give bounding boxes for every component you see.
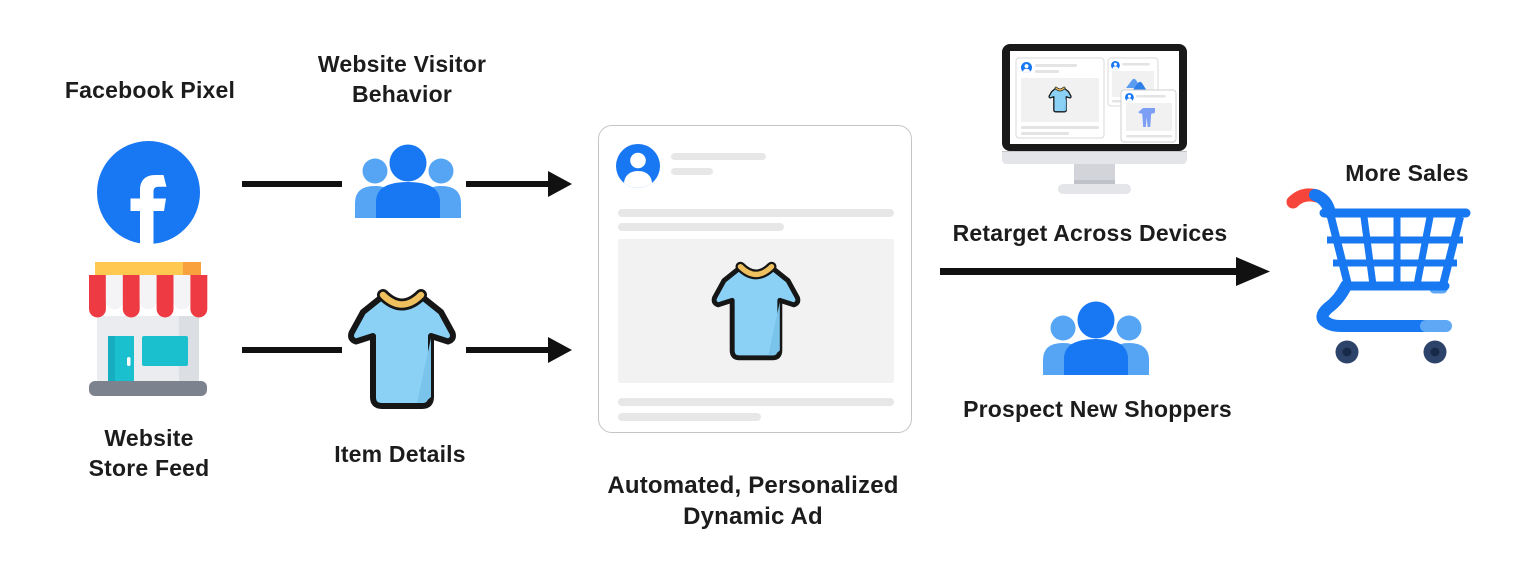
ad-footer-line: [618, 398, 894, 406]
visitors-people-icon: [355, 144, 461, 218]
facebook-logo-icon: [97, 141, 200, 244]
ad-tshirt-icon: [710, 259, 802, 363]
arrow-ad-to-sales: [940, 257, 1270, 286]
ad-header-line: [671, 153, 766, 160]
shoppers-people-icon: [1043, 301, 1149, 375]
ad-footer-line: [618, 413, 761, 421]
arrow-behavior-to-ad: [466, 171, 572, 197]
retarget-across-devices-label: Retarget Across Devices: [952, 220, 1228, 246]
item-details-label: Item Details: [334, 441, 466, 467]
storefront-icon: [89, 262, 208, 396]
sneaker-icon: [1132, 81, 1147, 91]
ad-product-image: [618, 239, 894, 383]
ad-header-line: [671, 168, 713, 175]
connector-line-pixel-to-behavior: [242, 181, 342, 187]
facebook-ad-card: [598, 125, 912, 433]
arrow-item-to-ad: [466, 337, 572, 363]
connector-line-store-to-item: [242, 347, 342, 353]
desktop-monitor-ads-icon: [1002, 44, 1187, 194]
website-visitor-behavior-label: Website Visitor Behavior: [317, 51, 487, 107]
ad-text-line: [618, 223, 784, 231]
facebook-pixel-label: Facebook Pixel: [64, 77, 236, 103]
prospect-new-shoppers-label: Prospect New Shoppers: [963, 396, 1232, 422]
ad-avatar-icon: [616, 144, 660, 188]
dynamic-ad-label: Automated, Personalized Dynamic Ad: [607, 472, 899, 531]
ad-text-line: [618, 209, 894, 217]
website-store-feed-label: Website Store Feed: [88, 425, 210, 481]
more-sales-label: More Sales: [1345, 160, 1469, 186]
jeans-icon: [1138, 108, 1155, 127]
shopping-cart-icon: [1286, 188, 1471, 364]
tshirt-icon: [346, 286, 458, 412]
